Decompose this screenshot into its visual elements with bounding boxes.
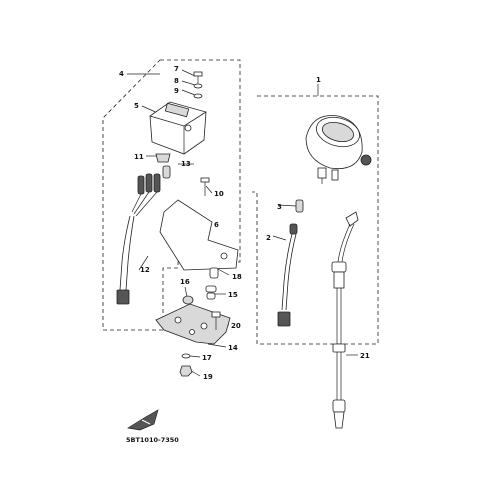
meter-housing-part-5 [149,101,207,155]
damper-part-15 [205,285,217,300]
label-part-5: 5 [134,102,139,110]
label-part-20: 20 [231,322,241,330]
label-part-3: 3 [277,203,282,211]
bulb-socket-part-13 [162,165,171,179]
stay-plate-part-14 [155,303,231,345]
label-part-17: 17 [202,354,212,362]
washer-part-8 [193,83,203,89]
group-4-meter-assembly-outline [102,59,241,331]
label-part-13: 13 [181,160,191,168]
label-part-11: 11 [134,153,144,161]
screw-part-7 [193,71,203,84]
label-part-10: 10 [214,190,224,198]
grommet-part-11 [155,153,171,163]
label-part-7: 7 [174,65,179,73]
speedometer-part-1 [305,115,372,184]
label-part-1: 1 [316,76,321,84]
label-part-4: 4 [119,70,124,78]
washer-part-17 [181,353,191,359]
label-part-12: 12 [140,266,150,274]
cap-part-16 [182,295,194,305]
diagram-code: 5BT1010-7350 [126,436,179,444]
label-part-16: 16 [180,278,190,286]
label-part-19: 19 [203,373,213,381]
front-direction-arrow-icon [127,409,159,431]
label-part-18: 18 [232,273,242,281]
washer-part-9 [193,93,203,99]
label-part-9: 9 [174,87,179,95]
speedometer-cable-part-21 [331,211,359,429]
label-part-8: 8 [174,77,179,85]
bulb-lead-part-2 [277,223,298,327]
label-part-21: 21 [360,352,370,360]
collar-part-18 [209,267,219,279]
sockets-harness-part-12 [116,173,161,305]
group-1-speedometer-outline [252,95,379,345]
bolt-part-20 [211,311,221,330]
bulb-part-3 [295,199,304,213]
bracket-part-6 [159,199,239,271]
label-part-2: 2 [266,234,271,242]
nut-part-19 [179,365,193,377]
bolt-part-10 [200,177,210,196]
label-part-14: 14 [228,344,238,352]
label-part-15: 15 [228,291,238,299]
label-part-6: 6 [214,221,219,229]
part-labels: 1 2 3 4 5 6 7 8 9 10 11 12 13 14 15 16 1… [119,65,370,381]
